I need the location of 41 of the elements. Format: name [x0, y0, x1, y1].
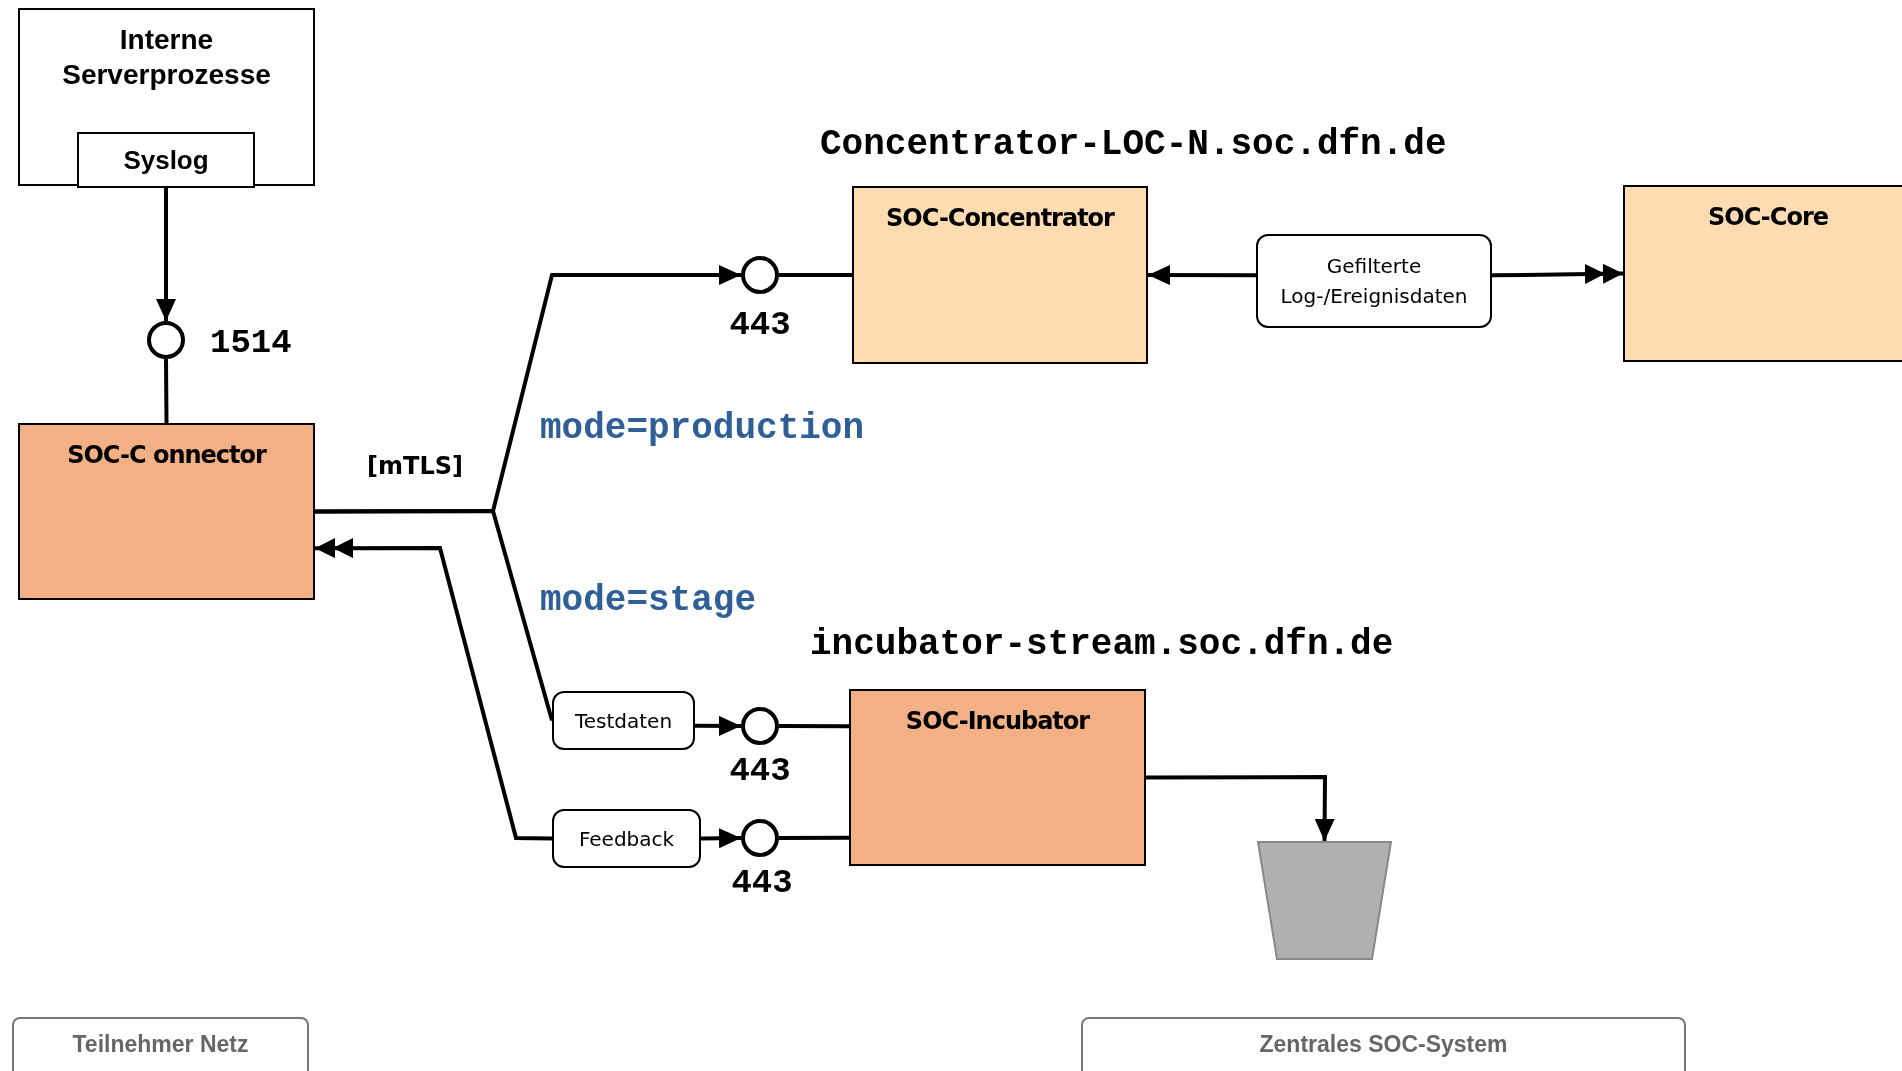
data-box	[552, 809, 701, 868]
port-number: 443	[728, 305, 792, 346]
box-label: Zentrales SOC-System	[1259, 1030, 1508, 1059]
box-label: SOC-Core	[1708, 202, 1828, 233]
data-box	[552, 691, 695, 750]
arrow	[1148, 265, 1256, 286]
zone-tab	[12, 1017, 309, 1071]
host-label: incubator-stream.soc.dfn.de	[810, 623, 1394, 667]
component-box	[1623, 185, 1902, 362]
component-box	[849, 689, 1146, 866]
box-label: Syslog	[123, 143, 209, 177]
box-label: SOC-Concentrator	[886, 203, 1114, 234]
box-label: Testdaten	[574, 707, 673, 735]
data-box	[1256, 234, 1492, 328]
process-box	[18, 8, 315, 186]
mode-label: mode=stage	[540, 579, 757, 623]
box-label: Interne Serverprozesse	[61, 23, 272, 92]
arrow	[700, 828, 742, 849]
arrow	[695, 715, 741, 736]
process-box	[77, 132, 255, 188]
box-label: SOC-Incubator	[905, 706, 1090, 737]
mode-label: mode=production	[540, 407, 865, 451]
port-number: 443	[730, 863, 794, 904]
connector-line	[779, 724, 849, 729]
box-label: Gefilterte Log-/Ereignisdaten	[1279, 253, 1469, 310]
box-label: Feedback	[578, 825, 675, 853]
arrow	[156, 188, 176, 321]
connector-line	[164, 359, 169, 423]
box-label: Teilnehmer Netz	[72, 1030, 249, 1059]
box-label: SOC-C onnector	[67, 440, 266, 471]
storage-bucket	[1257, 841, 1392, 960]
connector-line	[779, 835, 849, 840]
port-number: 443	[728, 751, 792, 792]
host-label: Concentrator-LOC-N.soc.dfn.de	[820, 123, 1447, 167]
component-box	[18, 423, 315, 600]
component-box	[852, 186, 1148, 364]
connector-line	[779, 273, 852, 277]
connector-line	[315, 509, 554, 722]
arrow	[1146, 775, 1335, 841]
zone-tab	[1081, 1017, 1686, 1071]
port-number: 1514	[210, 323, 293, 364]
